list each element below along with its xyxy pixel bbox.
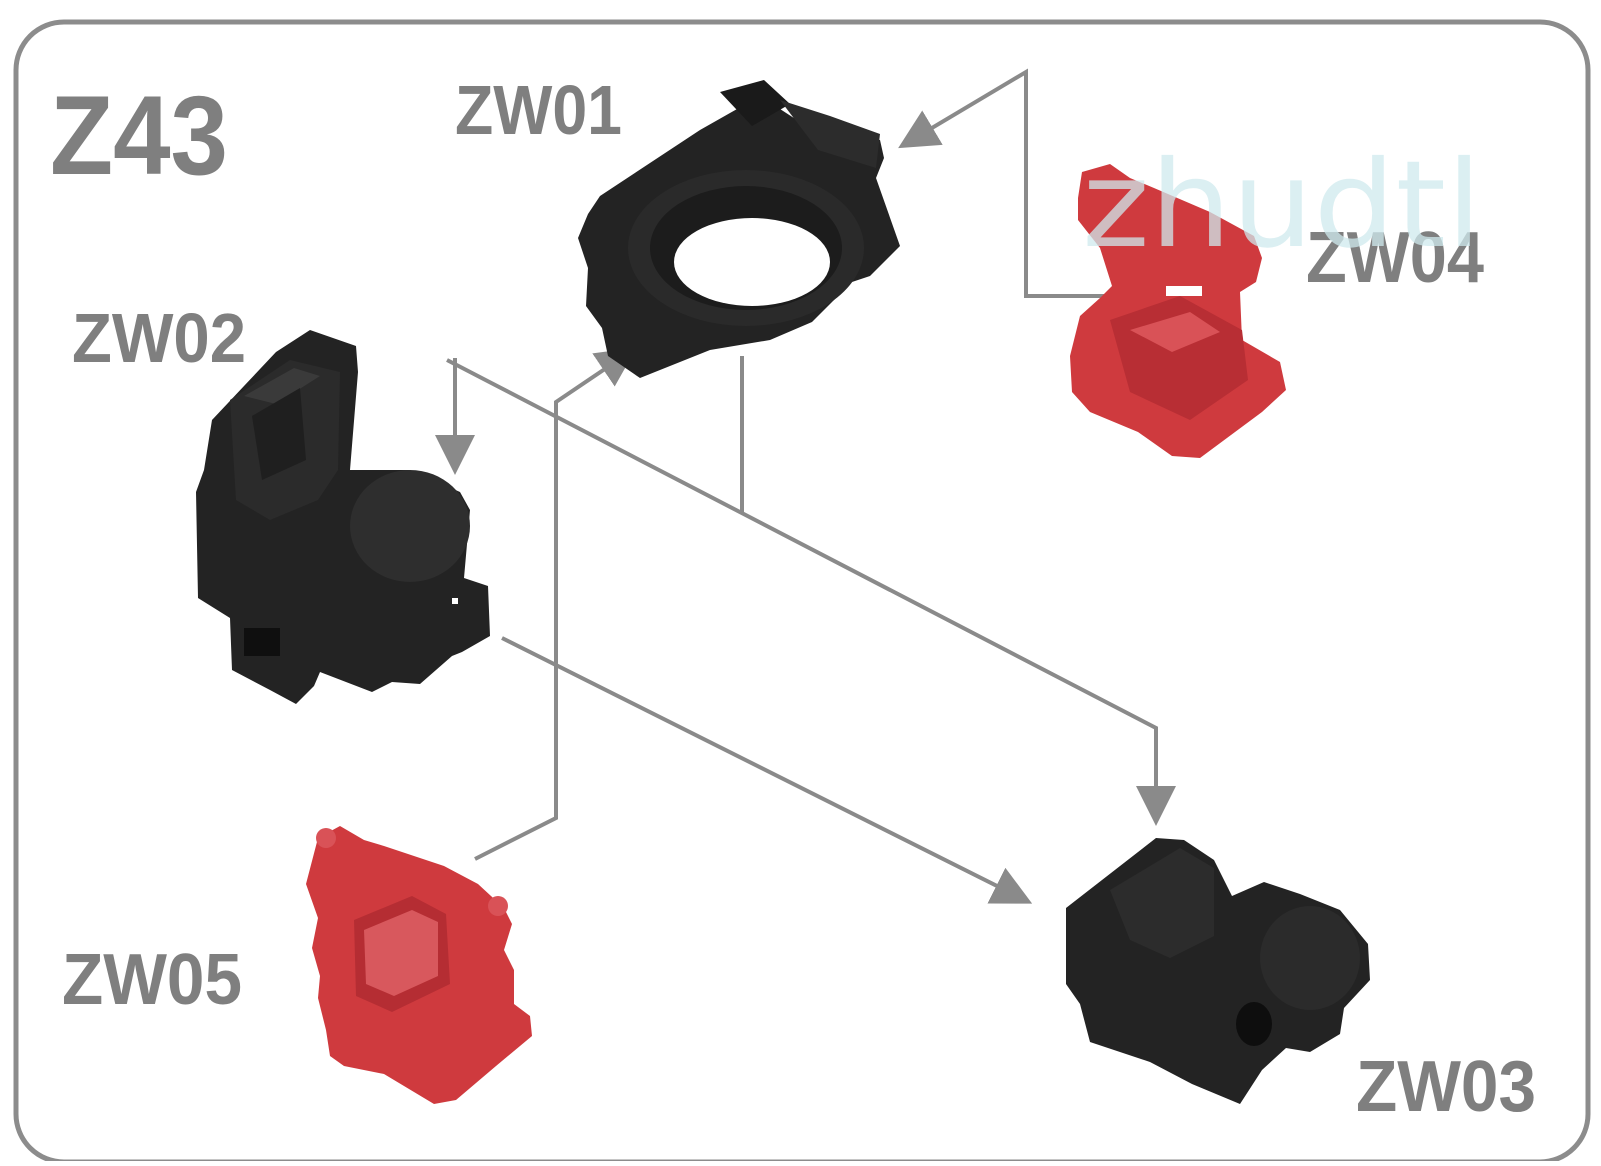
arrow-zw05-to-zw01 bbox=[474, 347, 637, 861]
part-zw01-graphic bbox=[578, 80, 900, 378]
watermark-text: zhudtl bbox=[1082, 136, 1482, 275]
part-zw03-graphic bbox=[1066, 838, 1370, 1104]
assembly-arrows bbox=[435, 68, 1176, 904]
part-label-zw02: ZW02 bbox=[72, 299, 246, 377]
arrow-zw02-to-zw03-upper bbox=[446, 358, 1176, 826]
part-label-zw03: ZW03 bbox=[1356, 1047, 1536, 1127]
part-zw05-graphic bbox=[306, 826, 532, 1104]
arrow-zw02-to-zw03-lower bbox=[501, 636, 1033, 904]
part-zw04-graphic bbox=[1070, 164, 1286, 458]
step-number-label: Z43 bbox=[50, 73, 228, 198]
part-label-zw04: ZW04 bbox=[1306, 218, 1484, 298]
part-label-zw05: ZW05 bbox=[62, 940, 242, 1020]
arrow-zw04-to-zw01 bbox=[898, 68, 1172, 298]
part-zw02-graphic bbox=[196, 330, 490, 704]
part-label-zw01: ZW01 bbox=[455, 71, 622, 149]
